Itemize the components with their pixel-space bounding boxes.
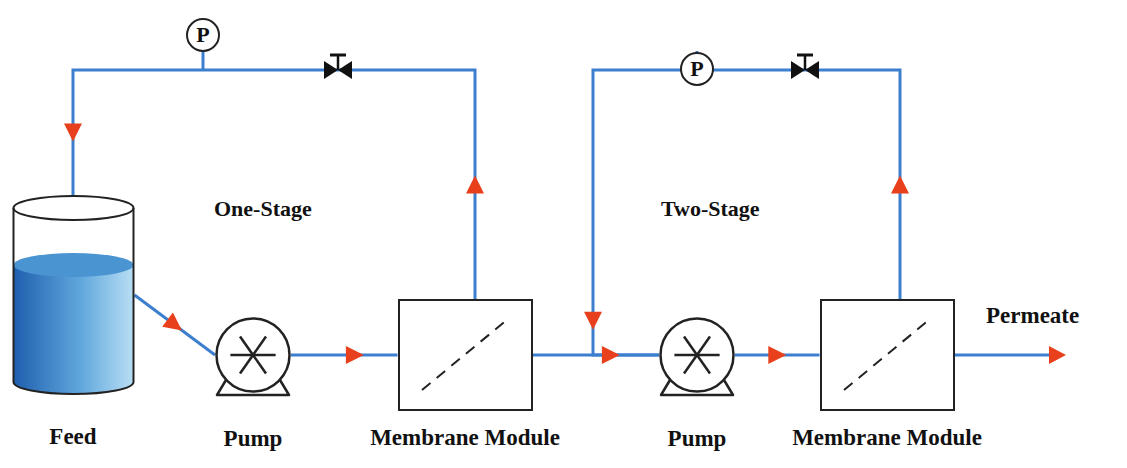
module-symbol [822, 301, 952, 408]
tank-node: Feed [12, 195, 135, 451]
pump-node: Pump [659, 317, 735, 453]
stage-label: Two-Stage [661, 196, 760, 222]
flow-arrowhead [162, 312, 182, 330]
pump-symbol [659, 317, 735, 393]
gauge-node: P [680, 52, 714, 86]
module-node: Membrane Module [790, 299, 984, 452]
module-shape [820, 299, 955, 411]
flow-arrowhead [768, 346, 786, 364]
pump-shape [659, 317, 735, 393]
gauge-node: P [186, 18, 220, 52]
component-label: Pump [224, 425, 283, 453]
tank-shape [12, 195, 135, 395]
component-label: Membrane Module [370, 424, 560, 452]
flow-arrowhead [346, 346, 364, 364]
pump-symbol [215, 317, 291, 393]
gauge-stub [203, 51, 697, 70]
module-shape [398, 299, 533, 411]
pipe-connector [135, 295, 216, 355]
component-label: Feed [49, 423, 96, 451]
stage-label: One-Stage [214, 196, 312, 222]
valve-symbol [324, 55, 352, 79]
flow-arrowhead [584, 312, 602, 330]
flow-arrowhead [64, 124, 82, 142]
outlet-label: Permeate [986, 302, 1079, 330]
component-label: Membrane Module [792, 424, 982, 452]
module-symbol [400, 301, 530, 408]
tank-symbol [12, 195, 135, 395]
module-node: Membrane Module [368, 299, 562, 452]
pipe-connector [291, 354, 398, 357]
gauge-letter: P [690, 58, 703, 80]
flow-arrowhead [602, 346, 620, 364]
valve-symbol [791, 55, 819, 79]
flow-arrowhead [891, 176, 909, 194]
gauge-letter: P [196, 24, 209, 46]
component-label: Pump [668, 425, 727, 453]
pump-shape [215, 317, 291, 393]
permeate-outlet [955, 346, 1066, 364]
flow-arrowhead [466, 176, 484, 194]
pump-node: Pump [215, 317, 291, 453]
